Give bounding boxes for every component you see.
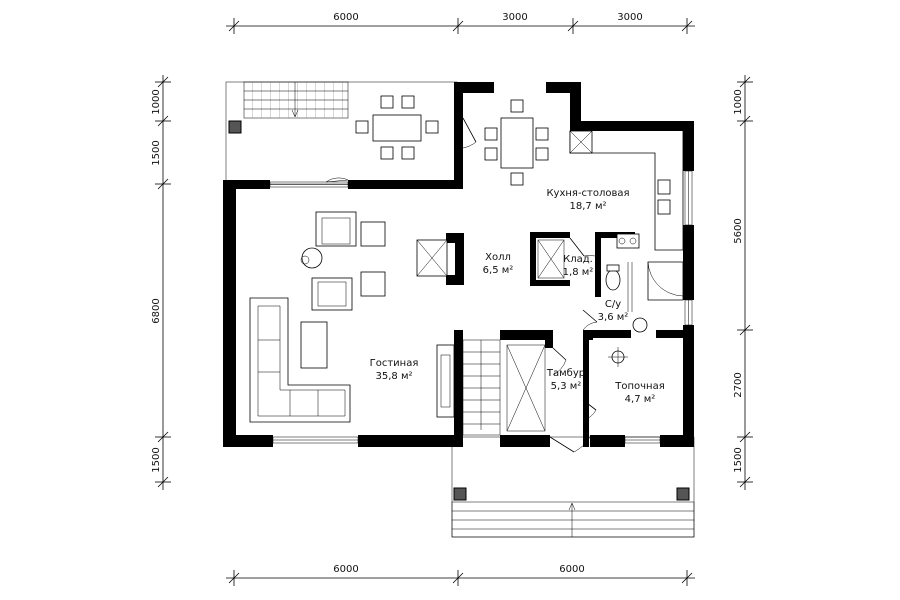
sink-icon <box>657 179 671 195</box>
armchair <box>311 277 353 311</box>
room-boiler-label: Топочная 4,7 м² <box>614 381 664 405</box>
dim-left-2: 1500 <box>151 140 162 165</box>
dimension-left: 1000 1500 6800 1500 <box>151 75 171 490</box>
dim-left-3: 6800 <box>151 298 162 323</box>
dim-right-2: 5600 <box>733 218 744 243</box>
room-area: 3,6 м² <box>598 312 629 323</box>
room-area: 6,5 м² <box>483 265 514 276</box>
room-name: Клад. <box>563 254 593 265</box>
doors <box>325 117 598 453</box>
room-name: Тамбур <box>546 368 585 379</box>
washbasin-icon <box>632 317 648 333</box>
dining-table <box>500 117 534 169</box>
toilet-icon <box>605 269 621 291</box>
dimension-top: 6000 3000 3000 <box>226 12 695 34</box>
room-living-label: Гостиная 35,8 м² <box>370 358 419 382</box>
room-area: 18,7 м² <box>570 201 607 212</box>
room-area: 5,3 м² <box>551 381 582 392</box>
terrace-table <box>372 114 422 142</box>
room-hall-label: Холл 6,5 м² <box>483 252 514 276</box>
room-bathroom-label: С/у 3,6 м² <box>598 299 629 323</box>
terrace-bottom <box>451 436 695 538</box>
room-name: Холл <box>485 252 511 263</box>
shower-icon <box>647 261 684 301</box>
room-name: Топочная <box>614 381 664 392</box>
room-storage-label: Клад. 1,8 м² <box>563 254 594 278</box>
windows <box>224 170 693 444</box>
dimension-bottom: 6000 6000 <box>226 564 695 586</box>
dim-top-3: 3000 <box>617 12 642 23</box>
room-area: 4,7 м² <box>625 394 656 405</box>
dim-left-4: 1500 <box>151 447 162 472</box>
room-vestibule-label: Тамбур 5,3 м² <box>546 368 585 392</box>
dimension-right: 1000 5600 2700 1500 <box>733 75 753 490</box>
room-kitchen-label: Кухня-столовая 18,7 м² <box>546 188 629 212</box>
room-name: Гостиная <box>370 358 419 369</box>
living-furniture <box>249 211 455 423</box>
stove-icon <box>616 233 640 249</box>
armchair <box>315 211 357 247</box>
kitchen-furniture <box>484 99 684 251</box>
staircase <box>462 339 546 436</box>
room-area: 35,8 м² <box>376 371 413 382</box>
column-icon <box>228 120 242 134</box>
dim-right-3: 2700 <box>733 372 744 397</box>
room-area: 1,8 м² <box>563 267 594 278</box>
sofa <box>249 297 351 423</box>
pantry-shelf <box>537 239 565 279</box>
column-icon <box>676 487 690 501</box>
dim-top-2: 3000 <box>502 12 527 23</box>
dim-right-4: 1500 <box>733 447 744 472</box>
dim-top-1: 6000 <box>333 12 358 23</box>
dim-bottom-2: 6000 <box>559 564 584 575</box>
room-name: Кухня-столовая <box>546 188 629 199</box>
bathroom-fixtures <box>537 239 684 367</box>
dim-bottom-1: 6000 <box>333 564 358 575</box>
terrace-top <box>225 81 458 185</box>
room-name: С/у <box>605 299 621 310</box>
tv-stand <box>436 344 455 418</box>
column-icon <box>453 487 467 501</box>
walls <box>223 82 694 447</box>
coffee-table <box>300 321 328 369</box>
dim-right-1: 1000 <box>733 89 744 114</box>
plant-icon <box>301 247 323 269</box>
dim-left-1: 1000 <box>151 89 162 114</box>
